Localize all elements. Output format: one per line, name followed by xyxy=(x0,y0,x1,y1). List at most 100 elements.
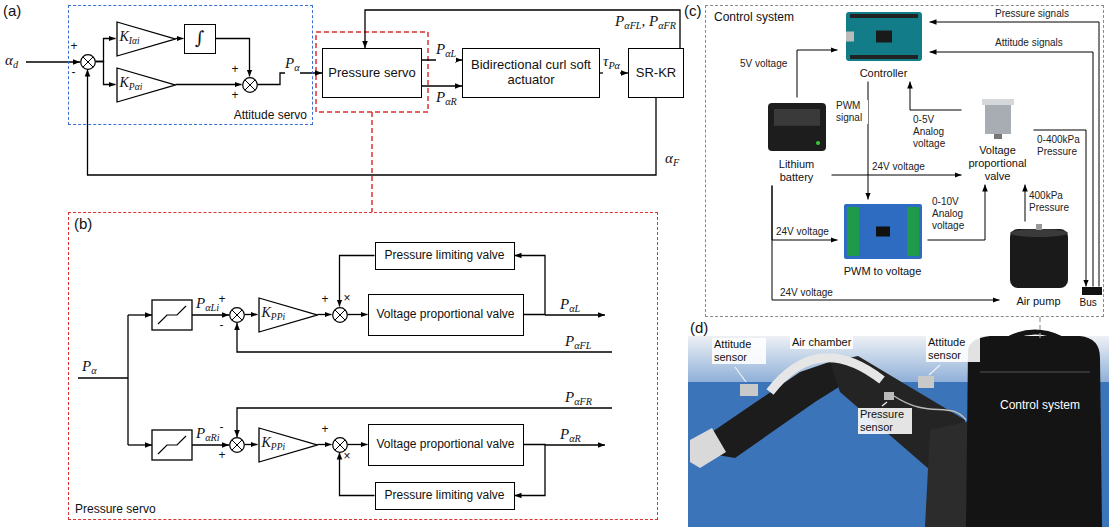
signal-arrow xyxy=(318,444,332,445)
node-label: Voltage proportional valve xyxy=(376,438,514,452)
sign-label: + xyxy=(71,40,78,53)
leg-figure xyxy=(884,392,894,400)
node-label: Pressure servo xyxy=(328,66,415,81)
summing-junction xyxy=(245,80,255,90)
text-run: Pαi xyxy=(129,81,142,91)
summing-junction xyxy=(80,54,95,69)
signal-line xyxy=(127,315,128,445)
sign-label: - xyxy=(220,421,224,434)
system-link xyxy=(1039,317,1040,338)
component-box: Lithium battery xyxy=(762,98,832,186)
signal-label: 24V voltage xyxy=(872,161,925,173)
process-box: Pressure servo xyxy=(322,48,422,98)
signal-line xyxy=(192,314,229,315)
leg-figure xyxy=(690,356,990,527)
signal-arrow xyxy=(930,52,1094,287)
text-run: αR xyxy=(445,96,457,107)
text-run: P xyxy=(196,425,205,441)
summing-junction xyxy=(80,54,96,70)
sign-label: × xyxy=(344,292,351,305)
text-run: P xyxy=(565,333,574,349)
text-run: P xyxy=(285,55,294,71)
leader-line xyxy=(735,365,940,406)
signal-arrow xyxy=(348,314,368,315)
servo-bracket xyxy=(316,32,428,112)
leg-figure xyxy=(700,360,850,458)
signal-arrow xyxy=(910,82,962,111)
gain-triangle: KIαi xyxy=(116,21,176,57)
component-picture xyxy=(768,103,826,151)
summing-junction xyxy=(229,307,245,323)
component-picture xyxy=(816,141,820,145)
signal-arrow xyxy=(176,38,184,39)
text-run: α xyxy=(294,62,299,73)
process-box: Bidirectional curl soft actuator xyxy=(462,48,600,98)
component-picture xyxy=(1010,229,1068,288)
component-picture xyxy=(876,226,890,236)
text-run: α xyxy=(5,52,13,68)
input-arrow xyxy=(26,61,80,62)
gain-label: KPPi xyxy=(262,304,286,326)
signal-arrow xyxy=(1025,185,1026,222)
component-picture xyxy=(850,55,918,59)
component-label: Air pump xyxy=(1001,295,1077,308)
signal-arrow xyxy=(797,50,838,98)
text-run: , P xyxy=(642,13,659,29)
signal-line xyxy=(78,315,612,445)
summing-junction xyxy=(229,437,244,452)
signal-label: τPα xyxy=(603,53,620,74)
photo-callout: Attitude sensor xyxy=(926,336,980,362)
node-label: Voltage proportional valve xyxy=(376,308,514,322)
component-label: Voltage proportional valve xyxy=(963,144,1033,183)
photo-background xyxy=(688,336,1109,527)
component-picture xyxy=(1000,223,1078,292)
signal-label: PWM signal xyxy=(836,100,868,124)
component-picture xyxy=(762,99,832,155)
leg-figure xyxy=(918,376,934,388)
summing-junction: +- xyxy=(80,54,96,70)
summing-junction xyxy=(229,437,245,453)
dead-zone-block xyxy=(158,436,186,454)
summing-junction xyxy=(229,307,244,322)
text-run: K xyxy=(262,435,271,450)
text-run: F xyxy=(673,157,679,168)
panel-label: (d) xyxy=(690,319,708,336)
panel-label: (c) xyxy=(684,2,702,19)
signal-label: Pα xyxy=(82,358,97,379)
gain-triangle: KPPi xyxy=(258,427,318,463)
signal-arrow xyxy=(96,62,116,85)
signal-label: 24V voltage xyxy=(776,226,829,238)
component-picture xyxy=(846,31,854,41)
component-picture xyxy=(838,9,930,64)
text-run: P xyxy=(436,41,445,57)
leader-line xyxy=(882,402,887,406)
signal-arrow xyxy=(318,314,332,315)
signal-arrow xyxy=(176,84,242,85)
signal-line xyxy=(545,314,605,315)
photo-callout: Control system xyxy=(1000,398,1080,412)
signal-line xyxy=(78,377,128,378)
signal-arrow xyxy=(832,175,962,176)
sign-label: + xyxy=(232,63,239,76)
component-label: PWM to voltage xyxy=(839,265,927,278)
text-run: P xyxy=(82,358,91,374)
sign-label: + xyxy=(322,423,329,436)
component-picture xyxy=(907,207,919,256)
text-run: P xyxy=(565,389,574,405)
group-title: Pressure servo xyxy=(75,502,156,516)
text-run: P xyxy=(196,295,205,311)
dead-zone-block xyxy=(152,300,192,330)
system-link xyxy=(1039,317,1040,338)
process-box: Pressure limiting valve xyxy=(375,482,515,510)
gain-triangle: KPαi xyxy=(116,67,176,103)
backpack xyxy=(966,336,1102,527)
signal-label: PαRi xyxy=(196,425,220,446)
text-run: α xyxy=(665,150,673,166)
signal-label: Pressure signals xyxy=(995,8,1069,20)
signal-line xyxy=(128,444,152,445)
text-run: d xyxy=(13,59,18,70)
text-run: αFL xyxy=(574,340,591,351)
photo-callout: Air chamber xyxy=(790,336,853,349)
sign-label: - xyxy=(220,319,224,332)
component-box: Voltage proportional valve xyxy=(962,95,1034,185)
